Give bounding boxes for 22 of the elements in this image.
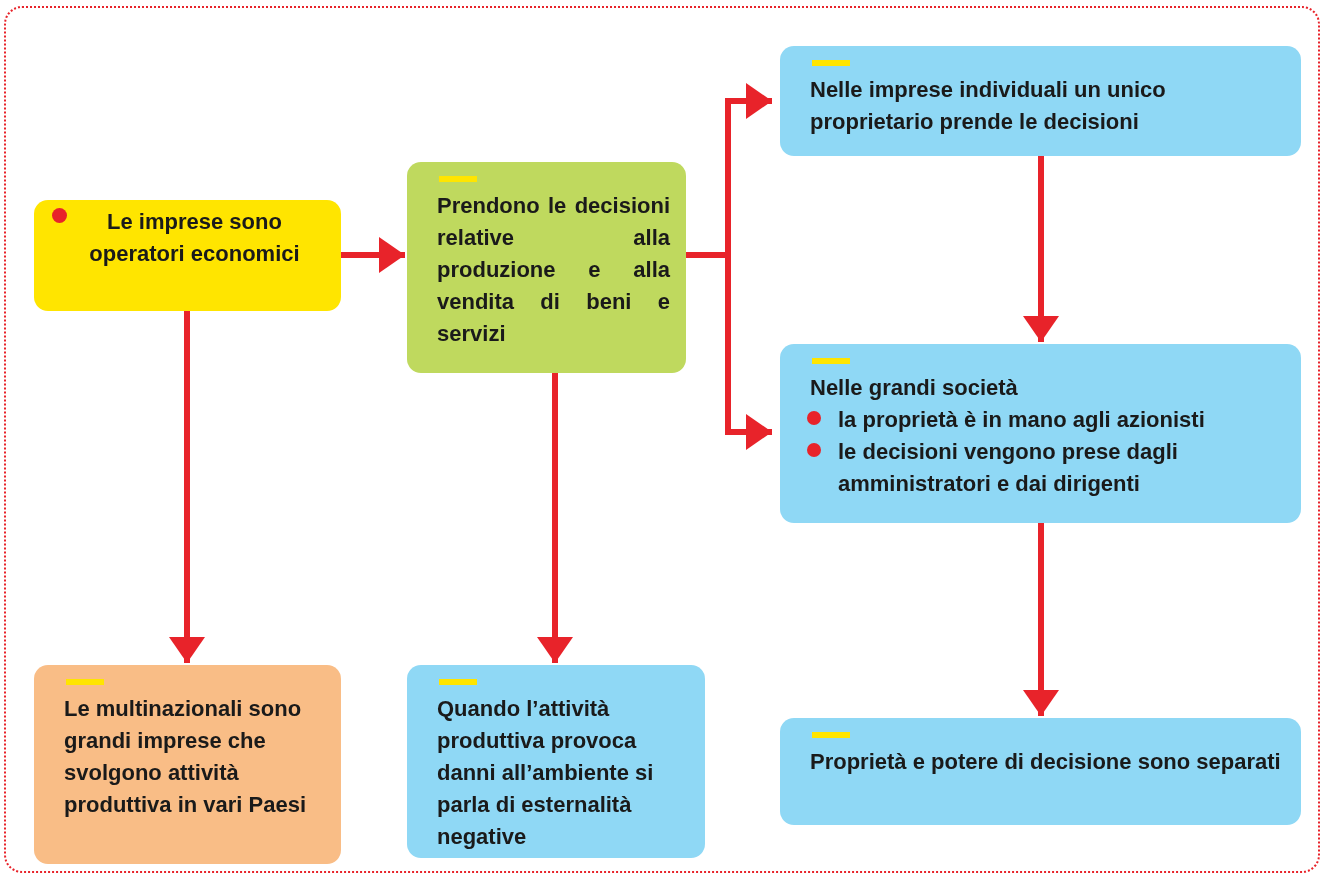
concept-box — [407, 162, 686, 373]
bullet-text: la proprietà è in mano agli azionisti — [838, 406, 1205, 434]
bullet-text: le decisioni vengono prese dagli amministratori e dai dirigenti — [838, 438, 1179, 498]
arrow — [686, 252, 772, 450]
arrow — [341, 237, 405, 273]
arrow — [1023, 156, 1059, 342]
concept-box — [34, 665, 341, 864]
arrow — [1023, 523, 1059, 716]
box-text: Le multinazionali sono grandi imprese che svolgono attività produttiva in vari Paesi — [64, 695, 308, 819]
box-text: Nelle grandi società — [810, 374, 1019, 402]
concept-box — [34, 200, 341, 311]
box-text: Prendono le decisioni relative alla produzione e alla vendita di beni e servizi — [437, 192, 670, 348]
box-text: Le imprese sono operatori economici — [88, 208, 301, 268]
box-text: Proprietà e potere di decisione sono separati — [810, 748, 1282, 776]
box-text: Nelle imprese individuali un unico proprietario prende le decisioni — [810, 76, 1167, 136]
arrow — [537, 373, 573, 663]
concept-box — [407, 665, 705, 858]
concept-box — [780, 344, 1301, 523]
arrow — [169, 311, 205, 663]
concept-box — [780, 718, 1301, 825]
box-text: Quando l’attività produttiva provoca danni all’ambiente si parla di esternalità negative — [437, 695, 655, 851]
concept-box — [780, 46, 1301, 156]
